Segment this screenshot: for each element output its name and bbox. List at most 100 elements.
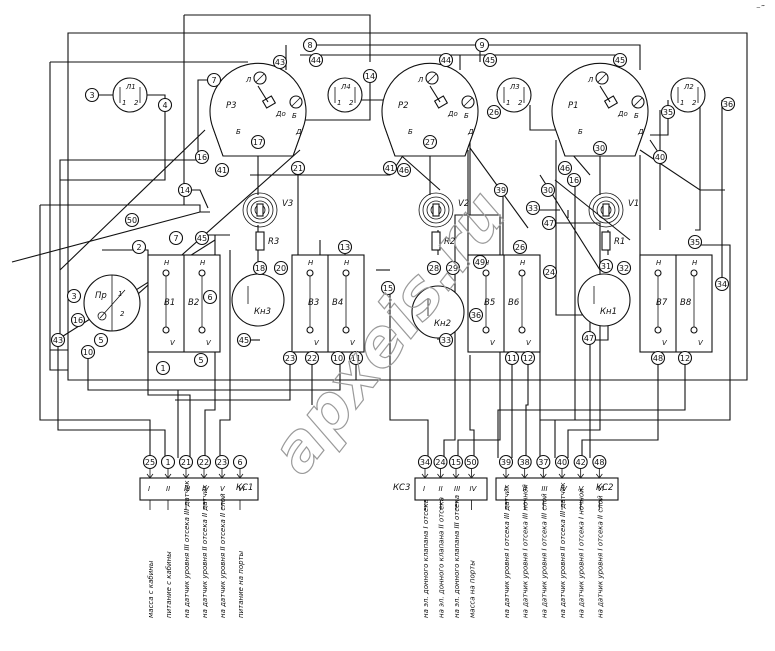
svg-text:33: 33 [441,336,451,345]
svg-text:36: 36 [723,100,733,109]
wire-number: 45 [612,52,628,68]
svg-text:14: 14 [365,72,375,81]
switch-label-a: В3 [308,298,319,308]
lamp-pin1: 1 [680,99,684,107]
wire-number: 15 [380,280,396,296]
connector-contact: IV [202,485,210,493]
svg-text:12: 12 [680,354,690,363]
svg-text:46: 46 [560,164,570,173]
svg-text:45: 45 [615,56,625,65]
connector-pin-number: 37 [538,458,548,467]
switch-mark-bottom: V [662,339,668,347]
svg-text:27: 27 [425,138,435,147]
svg-text:30: 30 [543,186,553,195]
connector-pin [517,454,532,470]
wire-number: 10 [330,350,346,366]
gauge-mark-l: Л [245,76,252,84]
connector-pin [214,454,230,470]
switch-mark-top: Н [344,259,350,267]
switch-mark-top: Н [308,259,314,267]
connector-label: КС1 [236,483,253,493]
svg-text:7: 7 [173,234,178,243]
lamp-label: Л3 [509,83,520,91]
wire-number: 28 [426,260,442,276]
gauge-body [551,62,649,157]
connector-wire-desc: питание на порты [237,550,245,618]
connector-pin [160,454,176,470]
svg-text:15: 15 [383,284,393,293]
wire-number: 34 [714,276,730,292]
connector-pin-number: 21 [181,458,191,467]
wire-number: 41 [214,162,230,178]
wire-number: 16 [566,172,582,188]
svg-text:9: 9 [479,41,484,50]
svg-text:26: 26 [489,108,499,117]
svg-text:46: 46 [399,166,409,175]
switch-mark-bottom: V [490,339,496,347]
gauge-label: Р2 [398,101,409,111]
svg-text:5: 5 [198,356,203,365]
svg-text:24: 24 [545,268,555,277]
switch-mark-top: Н [656,259,662,267]
wire-number: 14 [362,68,378,84]
gauge-body [381,62,479,157]
wire-number: 43 [50,332,66,348]
wire-number: 12 [520,350,536,366]
svg-text:39: 39 [496,186,506,195]
wire-number: 27 [422,134,438,150]
connector-pin-number: 48 [594,458,604,467]
connector-contact: II [439,485,443,493]
connector-contact: VI [597,485,604,493]
svg-text:48: 48 [653,354,663,363]
connector-wire-desc: на датчик уровня I отсека I ночной [578,488,586,618]
switch-mark-top: Н [692,259,698,267]
fuse-pin1: 1 [118,290,122,298]
svg-text:43: 43 [275,58,285,67]
gauge-body [209,62,307,157]
connector-label: КС2 [596,483,613,493]
gauge-mark-l: Л [587,76,594,84]
lamp-pin1: 1 [337,99,341,107]
connector-wire-desc: на эл. донного клапана II отсека [438,497,446,618]
connector-pin-number: 40 [557,458,567,467]
connector-pin [464,454,479,470]
svg-text:16: 16 [73,316,83,325]
coil-label: V1 [628,199,639,209]
connector-pin [232,454,248,470]
switch-label-b: В8 [680,298,692,308]
lamp-pin1: 1 [506,99,510,107]
switch-mark-top: Н [200,259,206,267]
switch-mark-top: Н [520,259,526,267]
coil-label: V2 [458,199,469,209]
coil-label: V3 [282,199,293,209]
wire-number: 9 [474,37,490,53]
wire-number: 41 [382,160,398,176]
svg-text:20: 20 [276,264,286,273]
wire-number: 33 [438,332,454,348]
switch-mark-bottom: V [350,339,356,347]
wire-number: 46 [557,160,573,176]
wire-number: 50 [124,212,140,228]
switch-label-a: В5 [484,298,495,308]
gauge-mark-b: Б [634,112,639,120]
svg-text:3: 3 [71,292,76,301]
wire-number: 23 [282,350,298,366]
svg-text:11: 11 [351,354,361,363]
wire-number: 22 [304,350,320,366]
wire-number: 26 [486,104,502,120]
svg-text:45: 45 [485,56,495,65]
svg-text:44: 44 [441,56,451,65]
button-label: Кн3 [254,307,271,317]
button-label: Кн1 [600,307,617,317]
svg-text:33: 33 [528,204,538,213]
switch-mark-bottom: V [314,339,320,347]
wire-number: 49 [472,254,488,270]
wire-number: 47 [581,330,597,346]
